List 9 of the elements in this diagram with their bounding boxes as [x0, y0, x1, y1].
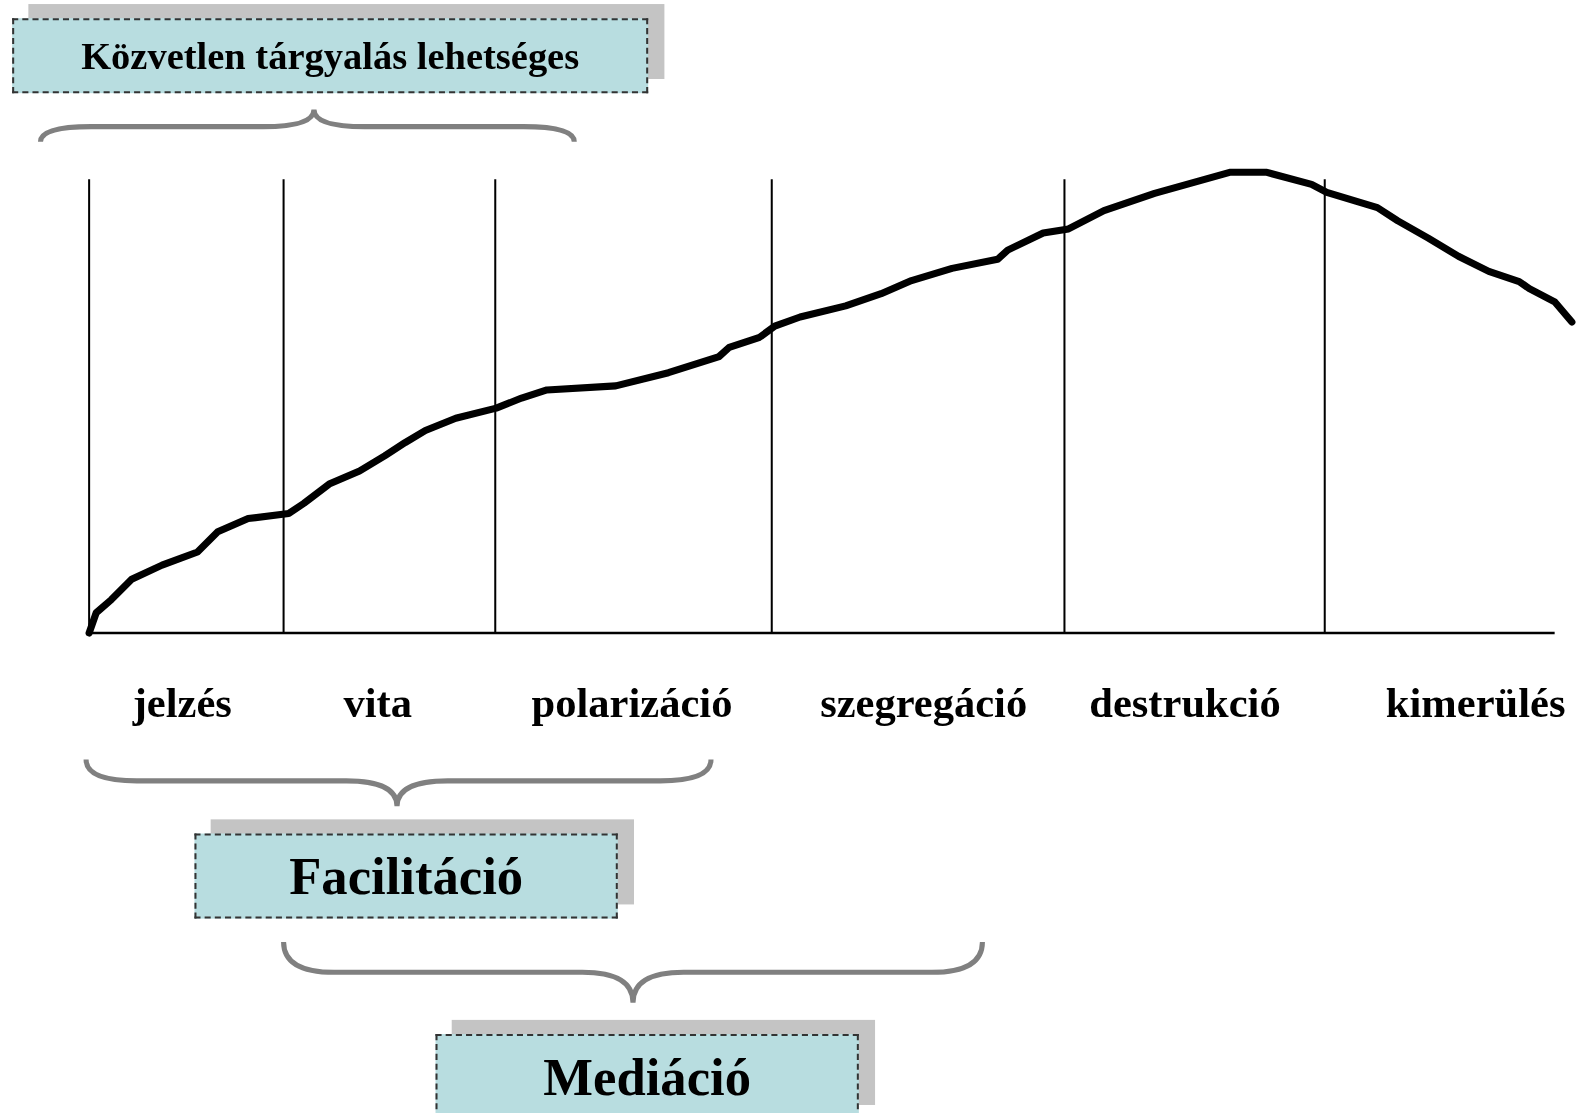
- phase-label: vita: [343, 678, 413, 728]
- stage-box: Közvetlen tárgyalás lehetséges: [12, 18, 649, 94]
- phase-label: polarizáció: [531, 678, 733, 728]
- stage-box: Mediáció: [435, 1034, 859, 1113]
- phase-label: kimerülés: [1385, 678, 1566, 728]
- stage-box: Facilitáció: [194, 833, 618, 919]
- phase-label: jelzés: [132, 678, 232, 728]
- phase-label: szegregáció: [820, 678, 1028, 728]
- phase-label: destrukció: [1089, 678, 1281, 728]
